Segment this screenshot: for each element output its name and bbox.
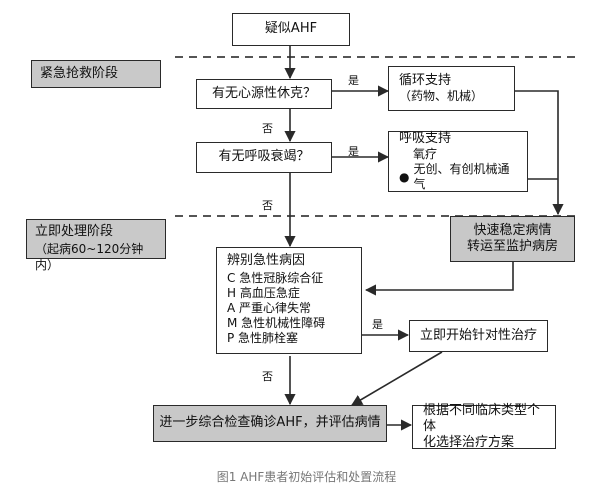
stabilize-line1: 快速稳定病情 bbox=[473, 222, 552, 238]
edge-label-yes-resp: 是 bbox=[348, 145, 359, 158]
arrow-stabilize-to-identify bbox=[364, 262, 514, 296]
stage-immediate-title: 立即处理阶段 bbox=[35, 224, 114, 239]
identify-item-a: A 严重心律失常 bbox=[227, 301, 312, 316]
individualized-line2: 化选择治疗方案 bbox=[423, 435, 515, 451]
stage-immediate: 立即处理阶段 （起病60~120分钟内） bbox=[26, 219, 166, 272]
node-suspected-ahf: 疑似AHF bbox=[232, 13, 350, 46]
node-circulation-support: 循环支持 （药物、机械） bbox=[388, 66, 515, 111]
arrow-circulation-to-stabilize bbox=[515, 90, 564, 216]
figure-caption: 图1 AHF患者初始评估和处置流程 bbox=[216, 470, 397, 484]
resp-support-title: 呼吸支持 bbox=[399, 130, 452, 146]
circulation-support-sub: （药物、机械） bbox=[399, 89, 484, 104]
resp-support-line2-row: ● 无创、有创机械通气 bbox=[399, 162, 517, 192]
edge-label-no-identify: 否 bbox=[262, 370, 273, 383]
circulation-support-title: 循环支持 bbox=[399, 72, 452, 88]
node-stabilize-transfer: 快速稳定病情 转运至监护病房 bbox=[450, 216, 575, 262]
node-individualized-treatment: 根据不同临床类型个体 化选择治疗方案 bbox=[412, 402, 556, 451]
stage-emergency: 紧急抢救阶段 bbox=[31, 60, 161, 88]
node-respiratory-failure-question-text: 有无呼吸衰竭？ bbox=[218, 149, 310, 165]
edge-label-no-resp: 否 bbox=[262, 199, 273, 212]
arrow-targeted-to-further bbox=[351, 351, 443, 406]
edge-label-yes-identify: 是 bbox=[372, 318, 383, 331]
node-identify-causes: 辨别急性病因 C 急性冠脉综合征 H 高血压急症 A 严重心律失常 M 急性机械… bbox=[216, 247, 362, 354]
node-cardiogenic-shock-question: 有无心源性休克？ bbox=[196, 79, 332, 109]
identify-item-h: H 高血压急症 bbox=[227, 286, 300, 301]
stabilize-line2: 转运至监护病房 bbox=[466, 239, 558, 254]
stage-immediate-sub: （起病60~120分钟内） bbox=[35, 241, 144, 272]
node-respiratory-failure-question: 有无呼吸衰竭？ bbox=[196, 142, 332, 173]
node-further-examination: 进一步综合检查确诊AHF，并评估病情 bbox=[153, 405, 387, 442]
identify-item-m: M 急性机械性障碍 bbox=[227, 316, 326, 331]
edge-label-yes-shock: 是 bbox=[348, 74, 359, 87]
node-targeted-treatment-text: 立即开始针对性治疗 bbox=[419, 327, 537, 343]
identify-item-c: C 急性冠脉综合征 bbox=[227, 271, 324, 286]
node-further-examination-text: 进一步综合检查确诊AHF，并评估病情 bbox=[159, 415, 381, 431]
node-targeted-treatment: 立即开始针对性治疗 bbox=[409, 320, 548, 352]
identify-item-p: P 急性肺栓塞 bbox=[227, 331, 299, 346]
node-cardiogenic-shock-question-text: 有无心源性休克？ bbox=[211, 85, 316, 101]
identify-title: 辨别急性病因 bbox=[227, 253, 306, 268]
resp-support-line2: 无创、有创机械通气 bbox=[413, 162, 510, 192]
individualized-line1: 根据不同临床类型个体 bbox=[423, 402, 541, 434]
node-respiratory-support: 呼吸支持 氧疗 ● 无创、有创机械通气 bbox=[388, 131, 528, 192]
edge-label-no-shock: 否 bbox=[262, 122, 273, 135]
resp-support-line1: 氧疗 bbox=[413, 147, 438, 162]
stage-emergency-text: 紧急抢救阶段 bbox=[40, 66, 119, 81]
node-suspected-ahf-text: 疑似AHF bbox=[264, 21, 318, 37]
bullet-icon: ● bbox=[399, 169, 410, 184]
